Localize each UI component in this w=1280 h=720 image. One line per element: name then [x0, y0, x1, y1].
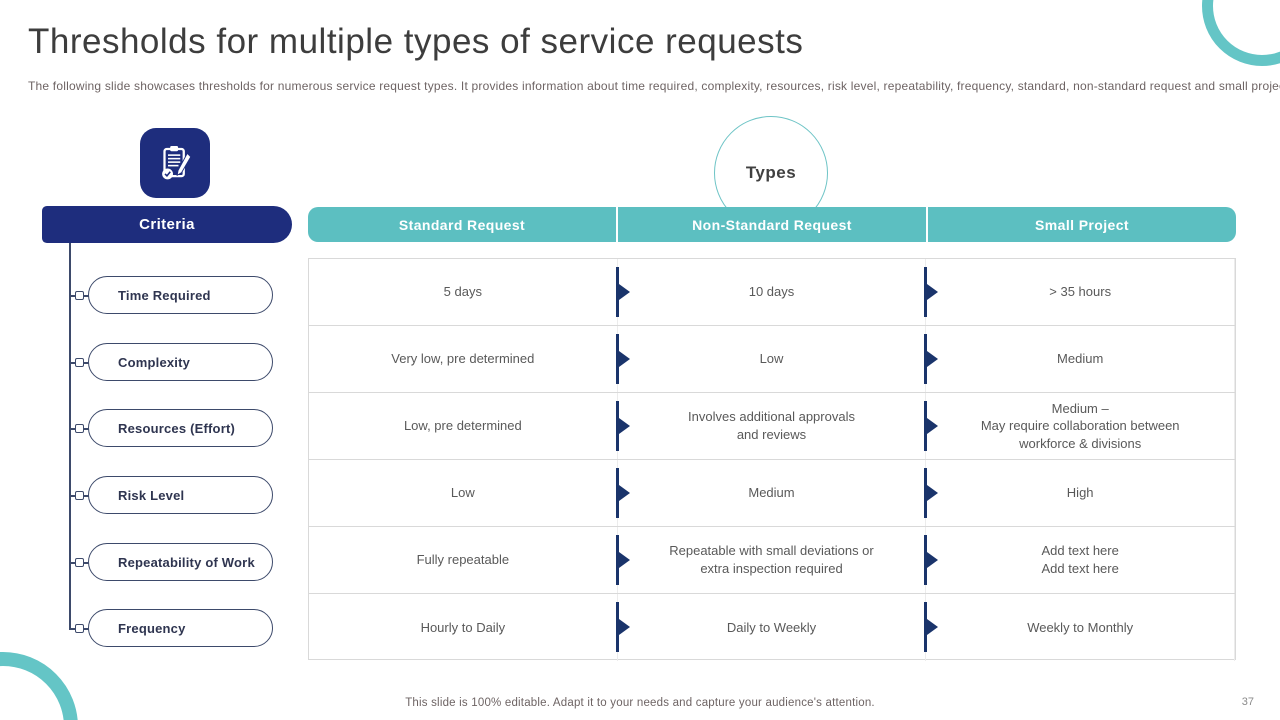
table-body: 5 days 10 days > 35 hours Very low, pre …	[308, 258, 1236, 661]
page-number: 37	[1241, 696, 1254, 708]
arrow-right-icon	[924, 468, 938, 518]
table-row: 5 days 10 days > 35 hours	[309, 259, 1236, 326]
criteria-item-repeatability: Repeatability of Work	[69, 543, 273, 581]
criteria-item-label: Risk Level	[118, 487, 185, 503]
table-cell: Medium	[618, 460, 927, 526]
clipboard-pen-icon	[140, 128, 210, 198]
table-cell: Low	[618, 326, 927, 392]
decor-ring-bottom-left	[0, 652, 78, 720]
criteria-item-resources: Resources (Effort)	[69, 409, 273, 447]
connector-node	[75, 490, 84, 500]
criteria-item-complexity: Complexity	[69, 343, 273, 381]
connector-node	[75, 423, 84, 433]
criteria-item-frequency: Frequency	[69, 609, 273, 647]
table-header: Standard Request Non-Standard Request Sm…	[308, 207, 1236, 242]
table-cell: Weekly to Monthly	[926, 594, 1236, 661]
arrow-right-icon	[924, 535, 938, 585]
table-cell: Low	[309, 460, 618, 526]
table-row: Fully repeatable Repeatable with small d…	[309, 527, 1236, 594]
criteria-item-risk-level: Risk Level	[69, 476, 273, 514]
table-cell: Involves additional approvals and review…	[618, 393, 927, 459]
table-cell: Medium – May require collaboration betwe…	[926, 393, 1236, 459]
arrow-right-icon	[616, 401, 630, 451]
table-row: Very low, pre determined Low Medium	[309, 326, 1236, 393]
slide-subtitle: The following slide showcases thresholds…	[28, 79, 1280, 93]
arrow-right-icon	[924, 401, 938, 451]
criteria-item-label: Time Required	[118, 287, 211, 303]
page-title: Thresholds for multiple types of service…	[28, 22, 804, 61]
arrow-right-icon	[616, 334, 630, 384]
table-row: Hourly to Daily Daily to Weekly Weekly t…	[309, 594, 1236, 661]
column-header-standard-request: Standard Request	[308, 207, 618, 242]
connector-node	[75, 623, 84, 633]
arrow-right-icon	[924, 334, 938, 384]
table-row: Low Medium High	[309, 460, 1236, 527]
decor-ring-top-right	[1202, 0, 1280, 66]
types-label: Types	[745, 163, 797, 182]
criteria-connector-line	[69, 243, 71, 628]
connector-node	[75, 357, 84, 367]
arrow-right-icon	[616, 535, 630, 585]
criteria-item-label: Complexity	[118, 354, 191, 370]
table-cell: 10 days	[618, 259, 927, 325]
arrow-right-icon	[616, 602, 630, 652]
criteria-header: Criteria	[42, 206, 292, 243]
arrow-right-icon	[924, 602, 938, 652]
table-row: Low, pre determined Involves additional …	[309, 393, 1236, 460]
criteria-item-label: Repeatability of Work	[118, 554, 255, 570]
table-cell: Hourly to Daily	[309, 594, 618, 661]
table-cell: Daily to Weekly	[618, 594, 927, 661]
column-header-small-project: Small Project	[1035, 216, 1129, 233]
table-cell: Medium	[926, 326, 1236, 392]
table-cell: Low, pre determined	[309, 393, 618, 459]
table-cell: Add text here Add text here	[926, 527, 1236, 593]
clipboard-pen-glyph	[162, 145, 192, 180]
table-cell: Fully repeatable	[309, 527, 618, 593]
table-cell: High	[926, 460, 1236, 526]
table-cell: > 35 hours	[926, 259, 1236, 325]
slide-footer-note: This slide is 100% editable. Adapt it to…	[405, 697, 875, 709]
table-cell: Very low, pre determined	[309, 326, 618, 392]
table-cell: Repeatable with small deviations or extr…	[618, 527, 927, 593]
criteria-item-label: Frequency	[118, 620, 186, 636]
arrow-right-icon	[616, 468, 630, 518]
table-cell: 5 days	[309, 259, 618, 325]
arrow-right-icon	[924, 267, 938, 317]
connector-node	[75, 290, 84, 300]
criteria-item-time-required: Time Required	[69, 276, 273, 314]
column-header-non-standard-request: Non-Standard Request	[618, 207, 928, 242]
connector-node	[75, 557, 84, 567]
arrow-right-icon	[616, 267, 630, 317]
criteria-item-label: Resources (Effort)	[118, 420, 236, 436]
criteria-header-label: Criteria	[139, 216, 195, 233]
